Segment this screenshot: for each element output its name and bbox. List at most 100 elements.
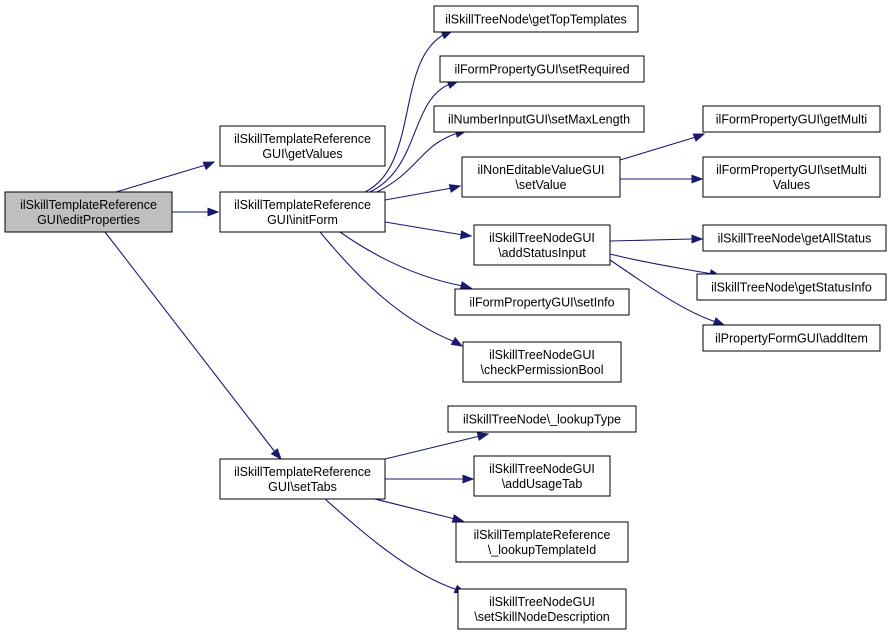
edge-line xyxy=(364,33,446,193)
node-box xyxy=(461,156,621,198)
edge-line xyxy=(384,187,453,201)
node-checkPermissionBool[interactable]: ilSkillTreeNodeGUI\checkPermissionBool xyxy=(462,341,622,383)
edge-line xyxy=(619,136,697,161)
arrowhead-icon xyxy=(691,174,704,184)
node-box xyxy=(454,288,630,316)
edge-line xyxy=(104,231,276,453)
node-label-line: ilFormPropertyGUI\setMulti xyxy=(716,163,867,177)
node-box xyxy=(447,405,637,433)
edge-root-to-setTabs xyxy=(104,231,282,461)
node-label-line: \setSkillNodeDescription xyxy=(474,610,610,624)
node-label-line: ilSkillTemplateReference xyxy=(234,198,371,212)
node-box xyxy=(4,191,173,233)
node-label-line: ilSkillTemplateReference xyxy=(234,132,371,146)
node-label-line: GUI\getValues xyxy=(262,147,342,161)
edge-setTabs-to-addUsageTab xyxy=(385,474,475,484)
edge-line xyxy=(609,259,717,323)
edge-setTabs-to-setSkillNodeDescription xyxy=(324,498,467,594)
node-label-line: ilSkillTreeNode\getAllStatus xyxy=(718,232,872,246)
node-label-line: ilSkillTreeNodeGUI xyxy=(489,595,595,609)
edge-initForm-to-addStatusInput xyxy=(384,221,473,240)
arrowhead-icon xyxy=(691,234,704,244)
node-label-line: ilSkillTemplateReference xyxy=(20,198,157,212)
node-label-line: ilSkillTreeNode\getStatusInfo xyxy=(711,281,872,295)
arrowhead-icon xyxy=(462,474,475,484)
node-box xyxy=(219,191,386,233)
arrowhead-icon xyxy=(448,184,462,193)
node-box xyxy=(455,521,629,563)
node-getStatusInfo[interactable]: ilSkillTreeNode\getStatusInfo xyxy=(696,273,887,301)
node-lookupTemplateId[interactable]: ilSkillTemplateReference\_lookupTemplate… xyxy=(455,521,629,563)
node-getMulti[interactable]: ilFormPropertyGUI\getMulti xyxy=(702,105,881,133)
edge-line xyxy=(384,221,464,236)
node-label-line: ilSkillTreeNode\getTopTemplates xyxy=(445,13,627,27)
arrowhead-icon xyxy=(712,317,726,326)
edge-setValue-to-setMultiValues xyxy=(620,174,704,184)
node-label-line: ilSkillTreeNodeGUI xyxy=(489,231,595,245)
node-box xyxy=(702,324,881,352)
node-box xyxy=(219,458,386,500)
node-getTopTemplates[interactable]: ilSkillTreeNode\getTopTemplates xyxy=(433,5,639,33)
edge-initForm-to-setInfo xyxy=(339,231,473,290)
node-addUsageTab[interactable]: ilSkillTreeNodeGUI\addUsageTab xyxy=(473,455,611,497)
node-label-line: \_lookupTemplateId xyxy=(488,543,596,557)
arrowhead-icon xyxy=(476,432,490,441)
node-root: ilSkillTemplateReferenceGUI\editProperti… xyxy=(4,191,173,233)
edge-initForm-to-setMaxLength xyxy=(376,129,468,193)
node-box xyxy=(439,55,645,83)
node-box xyxy=(473,224,611,266)
node-setMaxLength[interactable]: ilNumberInputGUI\setMaxLength xyxy=(433,105,645,133)
node-label-line: ilSkillTreeNodeGUI xyxy=(489,348,595,362)
arrowhead-icon xyxy=(459,281,473,290)
node-box xyxy=(702,224,887,252)
edge-initForm-to-checkPermissionBool xyxy=(319,231,464,347)
node-label-line: \checkPermissionBool xyxy=(481,363,604,377)
edge-line xyxy=(374,498,456,520)
node-label-line: ilSkillTreeNode\_lookupType xyxy=(463,413,621,427)
arrowhead-icon xyxy=(202,161,216,171)
node-setSkillNodeDescription[interactable]: ilSkillTreeNodeGUI\setSkillNodeDescripti… xyxy=(457,588,627,630)
node-label-line: ilSkillTemplateReference xyxy=(474,528,611,542)
edge-initForm-to-setValue xyxy=(384,184,462,201)
node-label-line: ilFormPropertyGUI\setRequired xyxy=(454,63,629,77)
edge-line xyxy=(376,132,459,193)
arrowhead-icon xyxy=(460,230,473,240)
edge-root-to-initForm xyxy=(172,207,220,217)
node-label-line: ilSkillTreeNodeGUI xyxy=(489,462,595,476)
edge-setValue-to-getMulti xyxy=(619,133,706,161)
node-setInfo[interactable]: ilFormPropertyGUI\setInfo xyxy=(454,288,630,316)
nodes-layer: ilSkillTemplateReferenceGUI\editProperti… xyxy=(4,5,887,630)
node-label-line: ilSkillTemplateReference xyxy=(234,465,371,479)
node-getAllStatus[interactable]: ilSkillTreeNode\getAllStatus xyxy=(702,224,887,252)
node-label-line: GUI\setTabs xyxy=(268,480,337,494)
edge-setTabs-to-lookupType xyxy=(384,432,490,460)
edge-line xyxy=(115,163,210,193)
arrowhead-icon xyxy=(451,514,465,523)
node-addItem[interactable]: ilPropertyFormGUI\addItem xyxy=(702,324,881,352)
node-label-line: \setValue xyxy=(515,178,566,192)
node-box xyxy=(433,5,639,33)
node-label-line: GUI\editProperties xyxy=(37,213,140,227)
node-setRequired[interactable]: ilFormPropertyGUI\setRequired xyxy=(439,55,645,83)
edge-addStatusInput-to-getAllStatus xyxy=(609,234,704,244)
node-label-line: ilFormPropertyGUI\getMulti xyxy=(716,113,867,127)
node-label-line: ilPropertyFormGUI\addItem xyxy=(715,332,868,346)
edge-setTabs-to-lookupTemplateId xyxy=(374,498,465,523)
edge-root-to-getValues xyxy=(115,161,216,193)
edge-line xyxy=(319,231,456,343)
arrowhead-icon xyxy=(692,133,706,142)
node-box xyxy=(702,105,881,133)
node-addStatusInput[interactable]: ilSkillTreeNodeGUI\addStatusInput xyxy=(473,224,611,266)
edges-layer xyxy=(104,30,726,594)
node-box xyxy=(473,455,611,497)
node-setValue[interactable]: ilNonEditableValueGUI\setValue xyxy=(461,156,621,198)
edge-addStatusInput-to-addItem xyxy=(609,259,726,326)
node-lookupType[interactable]: ilSkillTreeNode\_lookupType xyxy=(447,405,637,433)
node-box xyxy=(433,105,645,133)
edge-line xyxy=(369,83,451,193)
